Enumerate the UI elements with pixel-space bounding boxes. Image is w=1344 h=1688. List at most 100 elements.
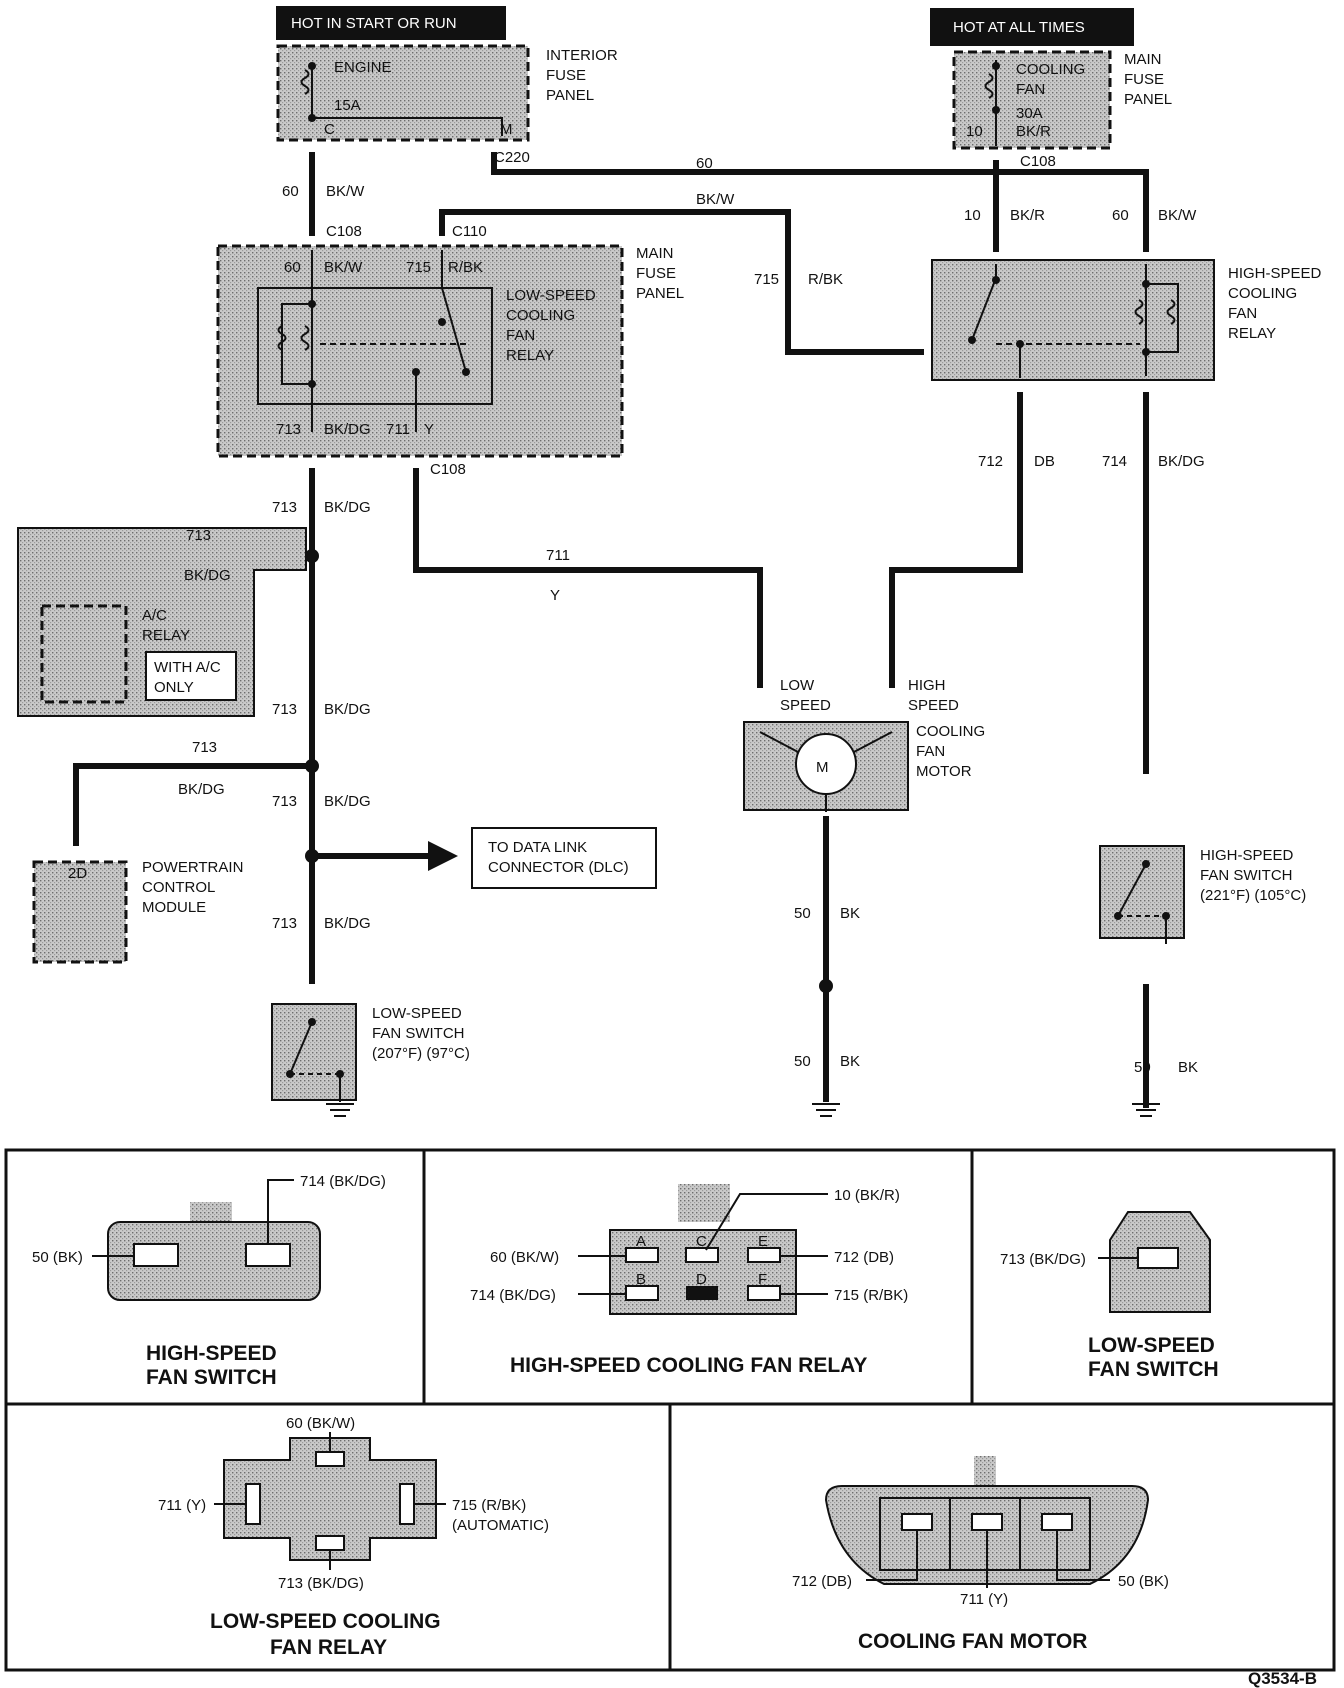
high-speed-cooling-fan-relay: HIGH-SPEED COOLING FAN RELAY <box>931 259 1322 381</box>
svg-text:BK/W: BK/W <box>326 183 365 200</box>
svg-text:F: F <box>758 1271 767 1288</box>
header-hot-at-all-times: HOT AT ALL TIMES <box>930 8 1134 46</box>
svg-text:HIGH-SPEED COOLING FAN RELAY: HIGH-SPEED COOLING FAN RELAY <box>510 1354 867 1377</box>
svg-text:713: 713 <box>186 527 211 544</box>
svg-text:FUSE: FUSE <box>1124 71 1164 88</box>
main-fuse-panel-top: COOLING FAN 30A 10 BK/R MAIN FUSE PANEL <box>952 50 1172 150</box>
svg-text:BK: BK <box>840 1053 860 1070</box>
svg-text:60: 60 <box>1112 207 1129 224</box>
pin-c: C <box>324 121 335 138</box>
svg-text:BK/W: BK/W <box>324 259 363 276</box>
svg-text:PANEL: PANEL <box>546 87 594 104</box>
svg-text:50: 50 <box>794 905 811 922</box>
svg-text:CONNECTOR (DLC): CONNECTOR (DLC) <box>488 859 629 876</box>
svg-text:Y: Y <box>424 421 434 438</box>
svg-text:COOLING: COOLING <box>916 723 985 740</box>
svg-text:POWERTRAIN: POWERTRAIN <box>142 859 243 876</box>
svg-text:MOTOR: MOTOR <box>916 763 972 780</box>
fuse-engine-label: ENGINE <box>334 59 392 76</box>
svg-text:BK/R: BK/R <box>1016 123 1051 140</box>
svg-text:713: 713 <box>276 421 301 438</box>
svg-text:HIGH-SPEED: HIGH-SPEED <box>1200 847 1294 864</box>
svg-text:60 (BK/W): 60 (BK/W) <box>286 1415 355 1432</box>
svg-text:711: 711 <box>546 547 570 564</box>
high-speed-fan-switch: HIGH-SPEED FAN SWITCH (221°F) (105°C) <box>1099 845 1306 1117</box>
svg-text:FAN: FAN <box>506 327 535 344</box>
svg-text:MAIN: MAIN <box>636 245 674 262</box>
svg-text:30A: 30A <box>1016 105 1043 122</box>
svg-text:SPEED: SPEED <box>780 697 831 714</box>
connector-views-frame <box>4 1148 1336 1672</box>
svg-text:FAN SWITCH: FAN SWITCH <box>1200 867 1293 884</box>
svg-text:BK/DG: BK/DG <box>324 421 371 438</box>
svg-text:LOW-SPEED COOLING: LOW-SPEED COOLING <box>210 1610 441 1633</box>
svg-text:HOT AT ALL TIMES: HOT AT ALL TIMES <box>953 19 1085 36</box>
svg-text:60: 60 <box>696 155 713 172</box>
svg-text:BK/W: BK/W <box>696 191 735 208</box>
svg-text:A/C: A/C <box>142 607 167 624</box>
svg-text:BK: BK <box>1178 1059 1198 1076</box>
svg-text:R/BK: R/BK <box>808 271 843 288</box>
with-ac-only-note <box>145 651 237 701</box>
svg-text:713 (BK/DG): 713 (BK/DG) <box>278 1575 364 1592</box>
hs-relay-connector: A C E B D F 10 (BK/R) 60 (BK/W) 714 (BK/… <box>470 1184 908 1377</box>
svg-text:FUSE: FUSE <box>546 67 586 84</box>
powertrain-control-module: 2D POWERTRAIN CONTROL MODULE <box>32 859 243 964</box>
pin-m: M <box>500 121 513 138</box>
svg-text:LOW-SPEED: LOW-SPEED <box>372 1005 462 1022</box>
svg-text:50: 50 <box>1134 1059 1151 1076</box>
lower-wiring: 713 BK/DG 713 BK/DG 713 BK/DG 713 BK/DG … <box>73 392 1205 1108</box>
svg-text:C108: C108 <box>430 461 466 478</box>
svg-text:BK/DG: BK/DG <box>324 499 371 516</box>
svg-text:FAN SWITCH: FAN SWITCH <box>146 1366 277 1389</box>
svg-text:FUSE: FUSE <box>636 265 676 282</box>
svg-text:BK/R: BK/R <box>1010 207 1045 224</box>
svg-text:60: 60 <box>282 183 299 200</box>
svg-text:BK/W: BK/W <box>1158 207 1197 224</box>
svg-text:(207°F) (97°C): (207°F) (97°C) <box>372 1045 470 1062</box>
connector-c108-top: C108 <box>1020 153 1056 170</box>
svg-text:(AUTOMATIC): (AUTOMATIC) <box>452 1517 549 1534</box>
top-wiring: C220 C108 60 BK/W 60 BK/W 715 R/BK 10 BK… <box>282 149 1197 355</box>
svg-text:C110: C110 <box>452 223 487 240</box>
svg-text:BK/DG: BK/DG <box>178 781 225 798</box>
svg-text:SPEED: SPEED <box>908 697 959 714</box>
cooling-fan-motor: M LOW SPEED HIGH SPEED COOLING FAN MOTOR <box>743 677 985 1117</box>
svg-text:BK/DG: BK/DG <box>184 567 231 584</box>
svg-text:HIGH-SPEED: HIGH-SPEED <box>146 1342 277 1365</box>
fuse-rating: 15A <box>334 97 361 114</box>
ac-relay: 713 BK/DG A/C RELAY WITH A/C ONLY <box>17 527 307 717</box>
svg-text:713: 713 <box>192 739 217 756</box>
hs-fan-switch-connector: 50 (BK) 714 (BK/DG) HIGH-SPEED FAN SWITC… <box>32 1173 386 1389</box>
svg-text:DB: DB <box>1034 453 1055 470</box>
svg-text:RELAY: RELAY <box>1228 325 1276 342</box>
svg-text:712 (DB): 712 (DB) <box>792 1573 852 1590</box>
svg-text:711 (Y): 711 (Y) <box>158 1497 206 1514</box>
svg-text:715 (R/BK): 715 (R/BK) <box>834 1287 908 1304</box>
svg-text:HIGH-SPEED: HIGH-SPEED <box>1228 265 1322 282</box>
svg-text:HOT IN START OR RUN: HOT IN START OR RUN <box>291 15 457 32</box>
svg-text:(221°F) (105°C): (221°F) (105°C) <box>1200 887 1306 904</box>
svg-text:HIGH: HIGH <box>908 677 946 694</box>
svg-text:E: E <box>758 1233 768 1250</box>
svg-text:CONTROL: CONTROL <box>142 879 215 896</box>
svg-text:INTERIOR: INTERIOR <box>546 47 618 64</box>
svg-text:50 (BK): 50 (BK) <box>1118 1573 1169 1590</box>
svg-text:713: 713 <box>272 793 297 810</box>
svg-text:PANEL: PANEL <box>1124 91 1172 108</box>
svg-text:50 (BK): 50 (BK) <box>32 1249 83 1266</box>
svg-text:TO DATA LINK: TO DATA LINK <box>488 839 587 856</box>
svg-text:RELAY: RELAY <box>142 627 190 644</box>
svg-text:BK/DG: BK/DG <box>1158 453 1205 470</box>
svg-text:BK/DG: BK/DG <box>324 915 371 932</box>
svg-text:FAN: FAN <box>1016 81 1045 98</box>
data-link-connector-ref: TO DATA LINK CONNECTOR (DLC) <box>471 827 657 889</box>
svg-text:Y: Y <box>550 587 560 604</box>
svg-text:FAN: FAN <box>916 743 945 760</box>
figure-id: Q3534-B <box>1248 1669 1317 1688</box>
svg-text:715: 715 <box>754 271 779 288</box>
svg-text:712 (DB): 712 (DB) <box>834 1249 894 1266</box>
svg-text:711: 711 <box>386 421 410 438</box>
svg-text:D: D <box>696 1271 707 1288</box>
